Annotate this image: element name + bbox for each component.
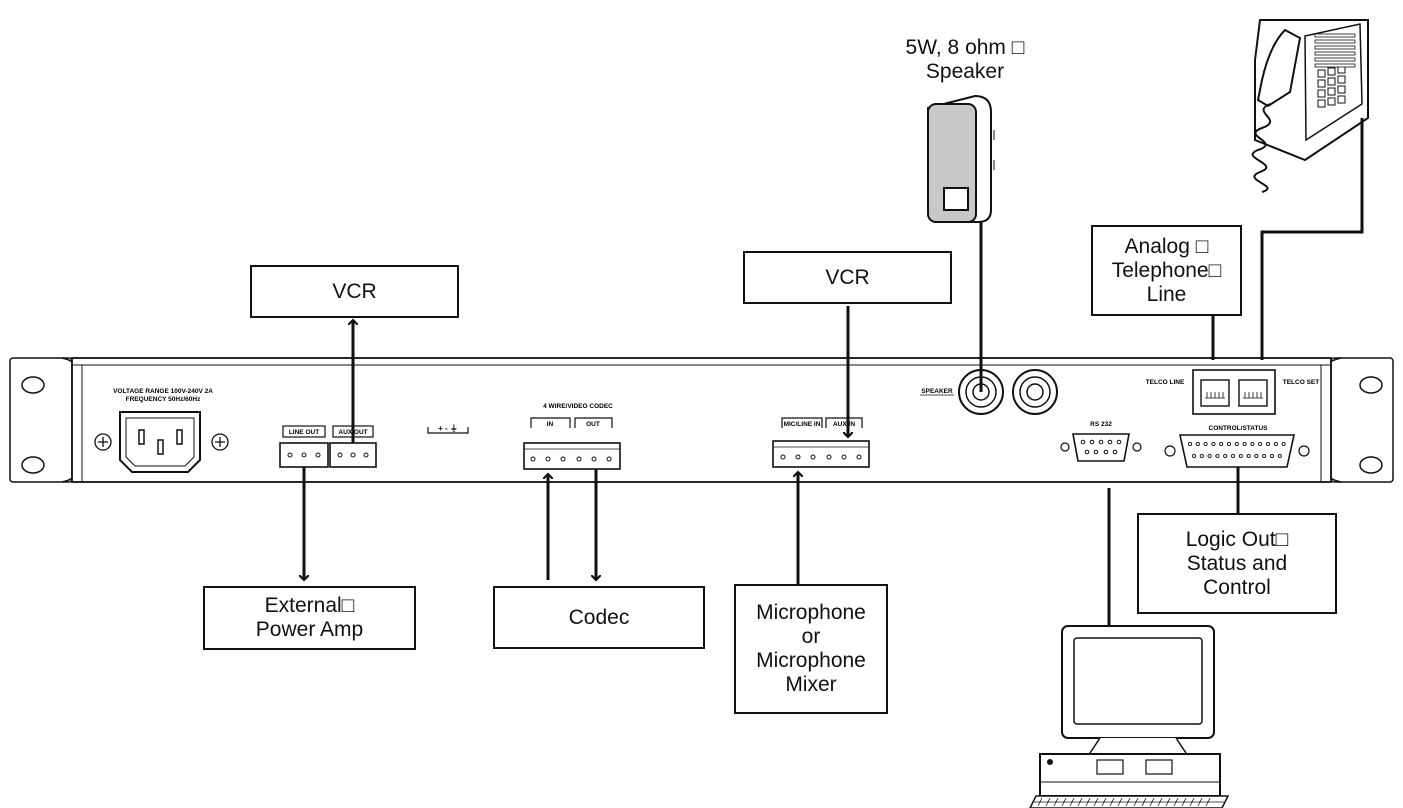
mount-hole [21,376,45,394]
mount-hole [1359,376,1383,394]
telco-set-label: TELCO SET [1283,379,1320,386]
codec-box: Codec [493,586,705,649]
rs232-port: RS 232 [1060,421,1142,462]
analog-telephone-line-box: Analog □ Telephone□ Line [1091,225,1242,316]
rs232-label: RS 232 [1090,421,1112,428]
line-out-label: LINE OUT [289,429,319,436]
speaker-device [927,94,995,223]
telco-ports: TELCO LINE TELCO SET [1146,369,1320,415]
codec-in-label: IN [547,421,554,428]
codec-header-label: 4 WIRE/VIDEO CODEC [543,403,613,410]
svg-text:+ - ⏚: + - ⏚ [438,424,458,433]
vcr-right-box: VCR [743,251,952,304]
microphone-box: Microphone or Microphone Mixer [734,584,888,714]
mic-aux-in-connector: MIC/LINE IN AUX IN [772,417,870,468]
speaker-panel-label: SPEAKER [921,388,953,395]
mount-hole [1359,456,1383,474]
codec-connector: 4 WIRE/VIDEO CODEC IN OUT [523,403,621,470]
computer-device [1029,625,1230,808]
mount-hole [21,456,45,474]
codec-out-label: OUT [586,421,600,428]
control-status-label: CONTROL/STATUS [1209,425,1269,432]
control-status-port: CONTROL/STATUS [1164,425,1310,468]
speaker-label: 5W, 8 ohm □ Speaker [905,36,1025,83]
vcr-left-box: VCR [250,265,459,318]
aux-in-label: AUX IN [833,421,855,428]
logic-out-box: Logic Out□ Status and Control [1137,513,1337,614]
frequency-text: FREQUENCY 50Hz/60Hz [126,396,201,403]
power-terminal-label: + - ⏚ [427,424,469,434]
external-power-amp-box: External□ Power Amp [203,586,416,650]
power-inlet: VOLTAGE RANGE 100V-240V 2A FREQUENCY 50H… [94,388,229,473]
speaker-outputs: SPEAKER [920,369,1058,415]
connection-lines [304,118,1364,626]
mic-line-in-label: MIC/LINE IN [784,421,821,428]
telco-line-label: TELCO LINE [1146,379,1185,386]
telephone-device [1251,19,1369,193]
voltage-range-text: VOLTAGE RANGE 100V-240V 2A [113,388,213,395]
